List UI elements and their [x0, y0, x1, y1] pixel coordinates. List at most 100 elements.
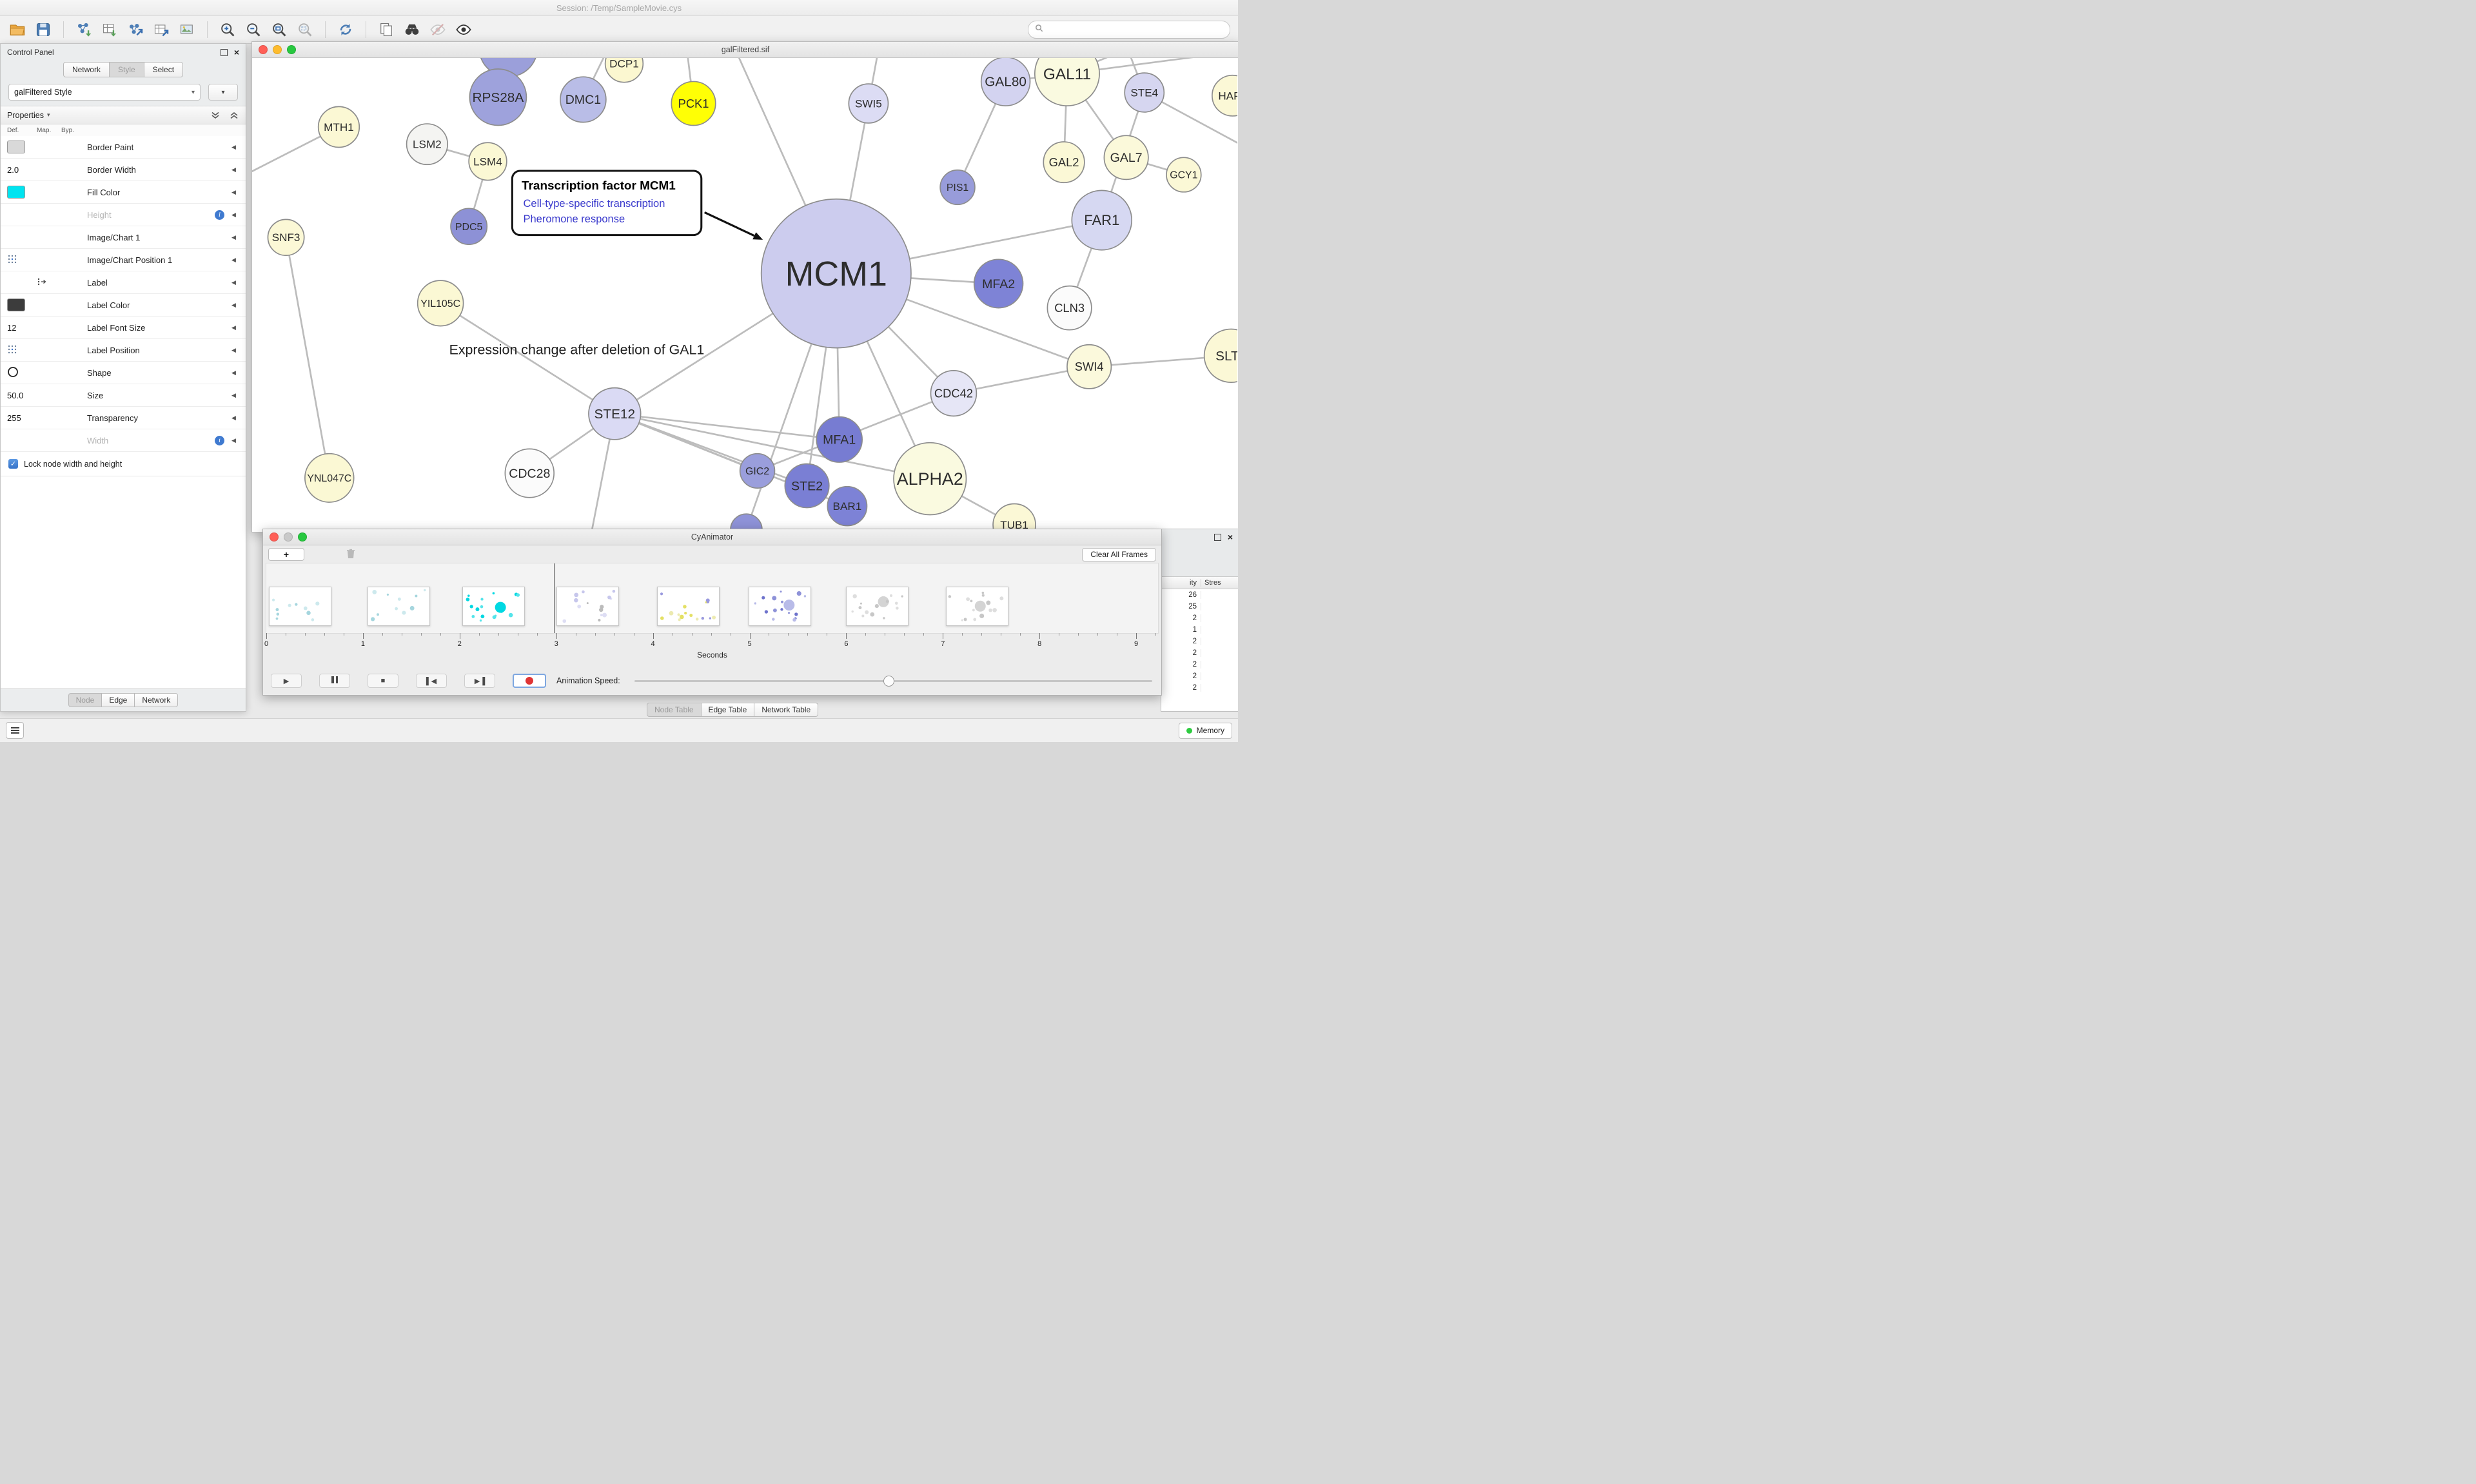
timeline-playhead[interactable] — [554, 563, 555, 633]
default-value-swatch[interactable] — [7, 186, 25, 199]
properties-header[interactable]: Properties ▾ — [1, 106, 246, 124]
float-table-icon[interactable] — [1213, 533, 1221, 541]
network-node-far1[interactable] — [1071, 190, 1133, 251]
tab-edge[interactable]: Edge — [102, 693, 135, 707]
tab-node-table[interactable]: Node Table — [647, 703, 702, 717]
network-node-swi5[interactable] — [848, 83, 889, 124]
zoom-in-icon[interactable] — [218, 20, 237, 39]
table-row[interactable]: 2 — [1161, 682, 1238, 694]
network-node-ste2[interactable] — [784, 463, 830, 509]
frame-thumbnail-0[interactable] — [269, 587, 332, 626]
network-node-pck1[interactable] — [671, 81, 716, 126]
info-icon[interactable]: i — [215, 210, 224, 220]
annotation-link[interactable]: Pheromone response — [524, 213, 625, 225]
network-edge[interactable] — [1066, 58, 1237, 75]
export-image-icon[interactable] — [177, 20, 197, 39]
network-node-gic2[interactable] — [739, 453, 776, 489]
network-node-rps28a[interactable] — [469, 68, 527, 126]
property-row-fill-color[interactable]: Fill Color◀ — [1, 181, 246, 204]
column-header-connectivity[interactable]: ity — [1161, 579, 1201, 587]
frame-thumbnail-6[interactable] — [846, 587, 909, 626]
next-frame-button[interactable]: ▶▐ — [464, 674, 495, 688]
network-node-mfa1[interactable] — [816, 416, 863, 463]
network-node-slt2[interactable] — [1203, 328, 1237, 383]
property-row-shape[interactable]: Shape◀ — [1, 362, 246, 384]
network-node-mth1[interactable] — [317, 106, 360, 148]
table-row[interactable]: 1 — [1161, 624, 1238, 636]
table-row[interactable]: 26 — [1161, 589, 1238, 601]
close-panel-icon[interactable]: × — [233, 47, 239, 57]
expand-arrow-icon[interactable]: ◀ — [231, 346, 236, 353]
network-node-gcy1[interactable] — [1166, 157, 1202, 193]
property-row-label-color[interactable]: Label Color◀ — [1, 294, 246, 317]
position-icon[interactable] — [7, 255, 17, 266]
network-edge[interactable] — [614, 413, 930, 480]
lock-checkbox[interactable]: ✓ — [8, 459, 18, 469]
apply-layout-icon[interactable] — [336, 20, 355, 39]
network-node-mfa2[interactable] — [973, 259, 1024, 309]
expand-arrow-icon[interactable]: ◀ — [231, 256, 236, 263]
property-row-border-paint[interactable]: Border Paint◀ — [1, 136, 246, 159]
open-session-icon[interactable] — [8, 20, 27, 39]
expand-arrow-icon[interactable]: ◀ — [231, 211, 236, 218]
network-node-swi4[interactable] — [1066, 344, 1112, 389]
prev-frame-button[interactable]: ▌◀ — [416, 674, 447, 688]
network-node-cdc42[interactable] — [930, 370, 978, 417]
expand-arrow-icon[interactable]: ◀ — [231, 414, 236, 421]
mapping-icon[interactable] — [37, 277, 48, 288]
close-window-button[interactable] — [270, 532, 279, 542]
search-input[interactable] — [1047, 24, 1223, 35]
search-box[interactable] — [1028, 21, 1230, 39]
float-panel-icon[interactable] — [220, 48, 228, 56]
expand-arrow-icon[interactable]: ◀ — [231, 188, 236, 195]
expand-arrow-icon[interactable]: ◀ — [231, 369, 236, 376]
default-value-swatch[interactable] — [7, 141, 25, 153]
zoom-out-icon[interactable] — [244, 20, 263, 39]
annotation-box[interactable] — [511, 170, 703, 237]
slider-knob[interactable] — [883, 676, 895, 687]
export-network-icon[interactable] — [126, 20, 145, 39]
network-node-mcm1[interactable] — [760, 198, 912, 349]
table-row[interactable]: 2 — [1161, 647, 1238, 659]
frame-thumbnail-3[interactable] — [556, 587, 619, 626]
network-node-ste4[interactable] — [1124, 72, 1165, 113]
expand-arrow-icon[interactable]: ◀ — [231, 233, 236, 240]
expand-all-icon[interactable] — [229, 112, 239, 119]
hide-details-icon[interactable] — [428, 20, 447, 39]
tab-style[interactable]: Style — [109, 62, 144, 77]
network-node-alpha2[interactable] — [893, 442, 967, 516]
property-row-image-chart-1[interactable]: Image/Chart 1◀ — [1, 226, 246, 249]
zoom-window-button[interactable] — [298, 532, 307, 542]
network-edge[interactable] — [1144, 92, 1237, 160]
table-row[interactable]: 2 — [1161, 636, 1238, 647]
annotation-link[interactable]: Cell-type-specific transcription — [524, 198, 665, 210]
minimize-window-button[interactable] — [284, 532, 293, 542]
frame-thumbnail-4[interactable] — [656, 587, 720, 626]
network-canvas[interactable]: RPS28BDCP1RPS28ADMC1PCK1SWI5GAL80GAL11ST… — [252, 58, 1237, 531]
network-node-dmc1[interactable] — [560, 76, 607, 123]
find-icon[interactable] — [402, 20, 422, 39]
table-header-row[interactable]: ity Stres — [1161, 576, 1238, 589]
close-table-icon[interactable]: × — [1227, 532, 1233, 542]
pause-button[interactable] — [319, 674, 350, 688]
tab-node[interactable]: Node — [68, 693, 103, 707]
network-edge[interactable] — [285, 237, 331, 478]
table-row[interactable]: 2 — [1161, 659, 1238, 670]
minimize-window-button[interactable] — [273, 45, 282, 54]
delete-frame-button[interactable] — [338, 547, 364, 561]
clear-all-frames-button[interactable]: Clear All Frames — [1082, 547, 1156, 561]
default-value-swatch[interactable] — [7, 298, 25, 311]
expand-arrow-icon[interactable]: ◀ — [231, 143, 236, 150]
zoom-selected-icon[interactable] — [295, 20, 315, 39]
network-node-pdc5[interactable] — [450, 208, 488, 246]
network-node-cln3[interactable] — [1046, 285, 1092, 331]
style-options-button[interactable]: ▾ — [208, 84, 238, 101]
expand-arrow-icon[interactable]: ◀ — [231, 301, 236, 308]
network-node-gal80[interactable] — [980, 58, 1031, 106]
frame-thumbnail-7[interactable] — [945, 587, 1008, 626]
